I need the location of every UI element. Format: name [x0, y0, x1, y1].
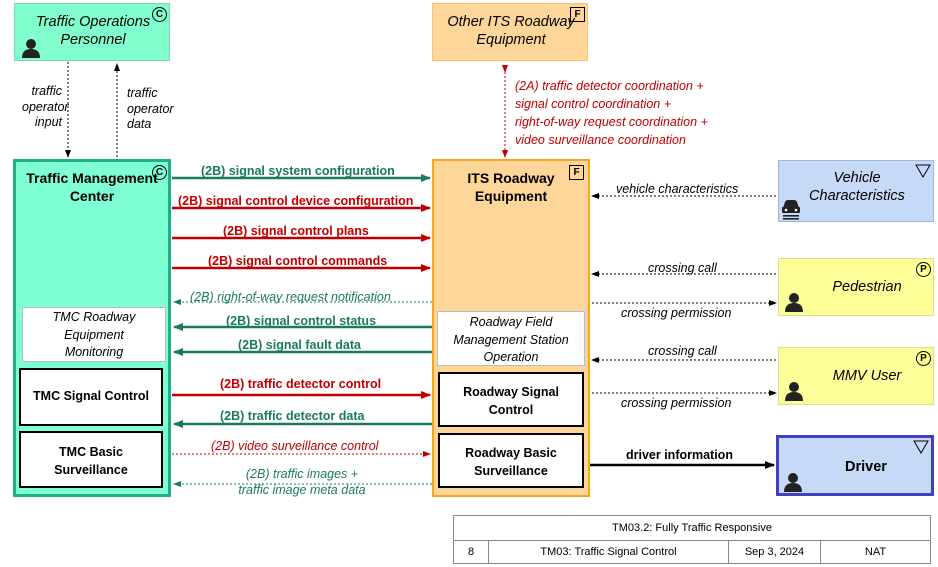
other-its-line2: Equipment	[476, 32, 546, 49]
driver-node[interactable]: Driver V	[776, 435, 934, 496]
flow-label-ped-call: crossing call	[648, 261, 717, 275]
flow-label-vehicle-char: vehicle characteristics	[616, 182, 739, 196]
person-badge: P	[916, 262, 931, 277]
person-badge: P	[916, 351, 931, 366]
rsc-line1: Roadway Signal	[463, 385, 559, 399]
tmc-roadway-equipment-monitoring[interactable]: TMC Roadway Equipment Monitoring	[22, 307, 166, 362]
flow-label-images: (2B) traffic images + traffic image meta…	[238, 467, 366, 497]
traffic-operations-personnel-node[interactable]: Traffic Operations Personnel C	[14, 3, 170, 61]
roadway-basic-surveillance[interactable]: Roadway Basic Surveillance	[438, 433, 584, 488]
footer-scope: NAT	[820, 541, 930, 563]
person-icon	[784, 473, 802, 492]
footer-title: TM03.2: Fully Traffic Responsive	[612, 522, 772, 534]
tmc-surv-line2: Surveillance	[54, 463, 128, 477]
flow-label-det-control: (2B) traffic detector control	[220, 377, 382, 391]
center-badge: C	[152, 7, 167, 22]
tmc-signal-label: TMC Signal Control	[33, 389, 149, 403]
flow-label-mmv-perm: crossing permission	[621, 396, 732, 410]
traffic-ops-line2: Personnel	[60, 32, 126, 49]
driver-label: Driver	[845, 459, 887, 475]
person-icon	[785, 293, 803, 312]
operator-input-label: traffic operator input	[22, 84, 69, 130]
pedestrian-label: Pedestrian	[832, 279, 902, 295]
other-its-line1: Other ITS Roadway	[447, 14, 575, 30]
mmv-label: MMV User	[832, 368, 902, 384]
rfmso-line2: Management Station	[453, 332, 569, 347]
tmc-mon-line2: Equipment	[64, 327, 124, 342]
roadway-signal-control[interactable]: Roadway Signal Control	[438, 372, 584, 427]
rfmso-line3: Operation	[483, 350, 539, 364]
vehicle-characteristics-node[interactable]: Vehicle Characteristics V	[778, 160, 934, 222]
flow-label-commands: (2B) signal control commands	[208, 254, 388, 268]
footer-title-box: TM03.2: Fully Traffic Responsive	[453, 515, 931, 541]
field-badge: F	[569, 165, 584, 180]
rfmso-line1: Roadway Field	[469, 315, 553, 329]
tmc-signal-control[interactable]: TMC Signal Control	[19, 368, 163, 426]
other-its-roadway-node[interactable]: Other ITS Roadway Equipment F	[432, 3, 588, 61]
tmc-line1: Traffic Management	[26, 170, 158, 186]
flow-label-dev-config: (2B) signal control device configuration	[178, 194, 414, 208]
person-icon	[785, 382, 803, 401]
footer-info-box: 8 TM03: Traffic Signal Control Sep 3, 20…	[453, 540, 931, 564]
field-badge: F	[570, 7, 585, 22]
footer-page: 8	[467, 546, 475, 558]
flow-label-status: (2B) signal control status	[226, 314, 377, 328]
tmc-surv-line1: TMC Basic	[59, 445, 123, 459]
rbs-line2: Surveillance	[474, 464, 548, 478]
person-icon	[22, 39, 40, 58]
tmc-line2: Center	[69, 187, 115, 204]
vehicle-icon	[782, 200, 800, 220]
rbs-line1: Roadway Basic	[465, 446, 557, 460]
flow-label-ped-perm: crossing permission	[621, 306, 732, 320]
flow-label-driver-info: driver information	[626, 448, 733, 462]
pedestrian-node[interactable]: Pedestrian P	[778, 258, 934, 316]
mmv-user-node[interactable]: MMV User P	[778, 347, 934, 405]
flow-label-det-data: (2B) traffic detector data	[220, 409, 365, 423]
center-badge: C	[152, 165, 167, 180]
rsc-line2: Control	[488, 403, 534, 417]
tmc-basic-surveillance[interactable]: TMC Basic Surveillance	[19, 431, 163, 488]
its-roadway-line1: ITS Roadway	[467, 170, 555, 186]
tmc-mon-line1: TMC Roadway	[52, 310, 136, 324]
flow-label-video-control: (2B) video surveillance control	[211, 439, 379, 453]
flow-label-fault: (2B) signal fault data	[238, 338, 361, 352]
vehicle-badge	[913, 440, 929, 454]
flow-label-sys-config: (2B) signal system configuration	[201, 164, 395, 178]
vehicle-badge	[915, 164, 931, 178]
flow-label-row-notif: (2B) right-of-way request notification	[190, 290, 391, 304]
coordination-label: (2A) traffic detector coordination + sig…	[515, 79, 708, 147]
traffic-ops-line1: Traffic Operations	[35, 14, 151, 30]
vehicle-line1: Vehicle	[833, 170, 881, 186]
tmc-mon-line3: Monitoring	[64, 345, 124, 359]
footer-package: TM03: Traffic Signal Control	[488, 541, 728, 563]
roadway-field-management-station-operation[interactable]: Roadway Field Management Station Operati…	[437, 311, 585, 366]
operator-data-label: traffic operator data	[127, 86, 174, 132]
footer-date: Sep 3, 2024	[728, 541, 820, 563]
flow-label-mmv-call: crossing call	[648, 344, 717, 358]
its-roadway-line2: Equipment	[474, 187, 548, 204]
vehicle-line2: Characteristics	[809, 188, 905, 205]
flow-label-plans: (2B) signal control plans	[223, 224, 369, 238]
